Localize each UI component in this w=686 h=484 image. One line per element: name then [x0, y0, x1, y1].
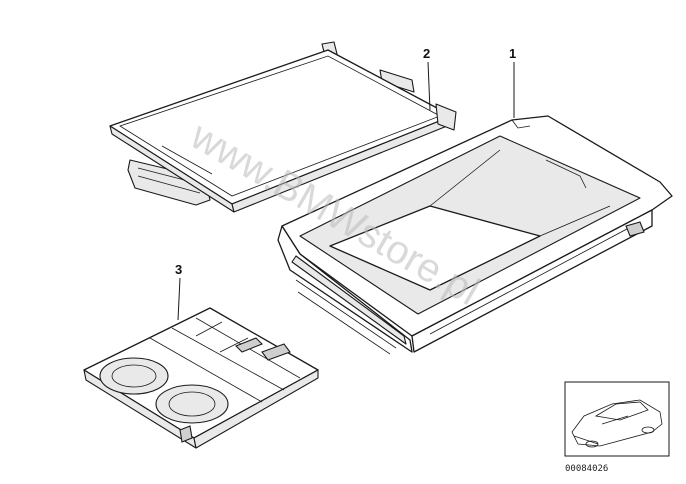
part-1-tray[interactable] — [277, 115, 673, 355]
car-silhouette-icon — [571, 399, 663, 448]
callout-leaders — [177, 61, 515, 321]
part-3-cupholder[interactable] — [83, 307, 319, 449]
callout-2: 2 — [423, 46, 430, 61]
reference-code: 00084026 — [565, 464, 608, 474]
reference-thumbnail — [564, 381, 670, 457]
callout-1: 1 — [509, 46, 516, 61]
part-2-lid[interactable] — [109, 41, 457, 213]
callout-3: 3 — [175, 262, 182, 277]
